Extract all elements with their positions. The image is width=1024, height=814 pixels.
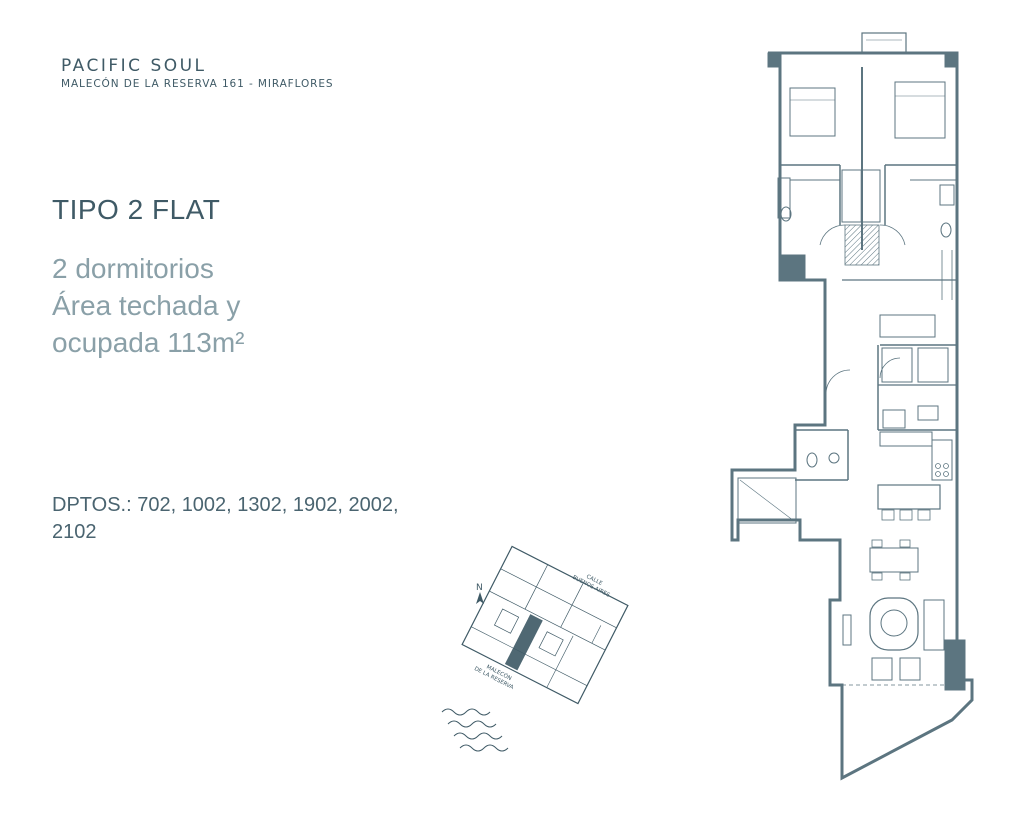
unit-description: 2 dormitorios Área techada y ocupada 113… <box>52 250 245 361</box>
outer-wall <box>730 51 974 781</box>
bedrooms-text: 2 dormitorios <box>52 253 214 284</box>
brand-address: MALECÓN DE LA RESERVA 161 - MIRAFLORES <box>61 78 334 90</box>
north-arrow-icon: N <box>476 583 484 604</box>
sea-waves-icon <box>441 708 509 752</box>
brand-block: PACIFIC SOUL MALECÓN DE LA RESERVA 161 -… <box>61 56 333 91</box>
north-label: N <box>476 583 483 593</box>
unit-location-highlight <box>504 614 543 671</box>
area-line-2: ocupada 113m² <box>52 327 245 358</box>
apartments-list: DPTOS.: 702, 1002, 1302, 1902, 2002, 210… <box>52 494 399 543</box>
area-line-1: Área techada y <box>52 290 241 321</box>
unit-type-title: TIPO 2 FLAT <box>52 194 221 225</box>
brand-name: PACIFIC SOUL <box>61 56 207 76</box>
